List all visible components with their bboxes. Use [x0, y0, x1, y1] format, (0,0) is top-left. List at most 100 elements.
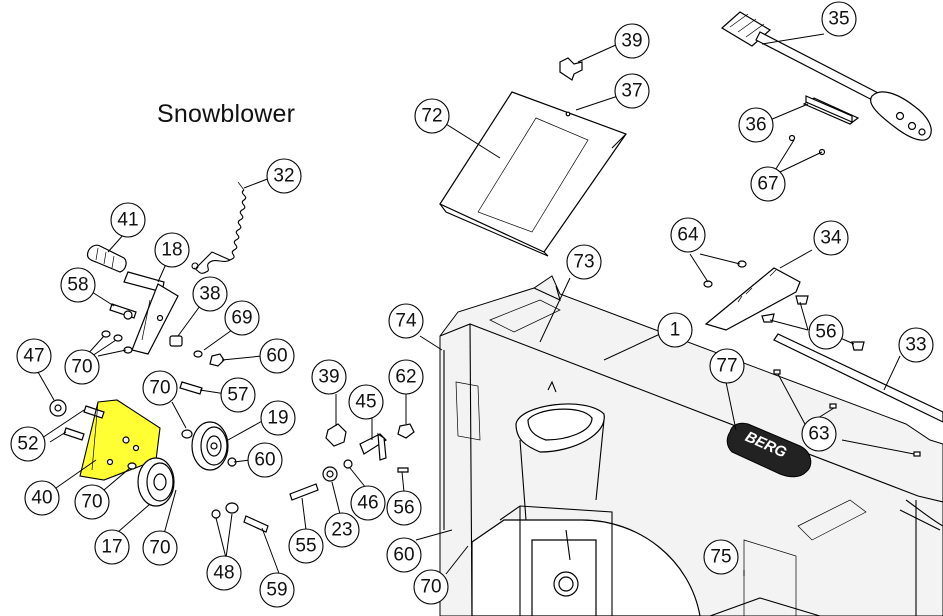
part-nut-60a	[209, 353, 225, 367]
part-knob-39b	[325, 423, 347, 447]
svg-text:36: 36	[745, 115, 766, 136]
part-washer-70c	[127, 462, 137, 470]
part-pulley-17	[137, 457, 175, 507]
svg-text:70: 70	[81, 492, 102, 513]
part-clips-63	[773, 369, 921, 457]
part-bracket-34	[704, 267, 801, 331]
callout-58: 58	[60, 267, 96, 303]
callout-47: 47	[16, 338, 52, 374]
part-bracket-45	[359, 432, 387, 461]
svg-text:56: 56	[393, 498, 414, 519]
svg-text:35: 35	[828, 9, 849, 30]
part-pulley-19	[191, 421, 229, 471]
callout-37: 37	[614, 73, 650, 109]
part-housing-1	[439, 275, 943, 616]
part-bolt-59	[243, 515, 269, 533]
svg-text:55: 55	[295, 536, 316, 557]
svg-text:38: 38	[199, 284, 220, 305]
callout-48: 48	[206, 555, 242, 591]
svg-text:70: 70	[149, 538, 170, 559]
callout-17: 17	[94, 529, 130, 565]
callout-70: 70	[413, 569, 449, 605]
callout-35: 35	[821, 1, 857, 37]
svg-text:67: 67	[757, 174, 778, 195]
svg-text:60: 60	[254, 450, 275, 471]
callout-67: 67	[750, 166, 786, 202]
callout-60: 60	[259, 338, 295, 374]
callout-63: 63	[801, 416, 837, 452]
callout-52: 52	[10, 426, 46, 462]
svg-text:73: 73	[573, 252, 594, 273]
part-deflector-37-72	[439, 91, 627, 257]
callout-1: 1	[657, 312, 693, 348]
svg-text:39: 39	[318, 367, 339, 388]
callout-56: 56	[386, 490, 422, 526]
svg-text:37: 37	[621, 81, 642, 102]
highlight-bracket-40	[80, 400, 160, 480]
callout-45: 45	[348, 384, 384, 420]
callout-33: 33	[898, 327, 934, 363]
part-grip-41	[86, 244, 127, 273]
callout-39: 39	[614, 23, 650, 59]
svg-text:33: 33	[905, 335, 926, 356]
svg-text:18: 18	[161, 240, 182, 261]
svg-text:23: 23	[331, 520, 352, 541]
part-roller-47	[49, 399, 67, 417]
callout-64: 64	[670, 217, 706, 253]
part-bolts-52	[63, 405, 105, 441]
part-bushing-38	[169, 335, 183, 347]
part-washers-70a	[101, 330, 133, 354]
part-bearing-23	[322, 466, 338, 482]
callout-39: 39	[311, 359, 347, 395]
svg-text:70: 70	[420, 577, 441, 598]
diagram-title: Snowblower	[157, 100, 296, 128]
part-nut-62	[397, 423, 415, 439]
callout-59: 59	[259, 572, 295, 608]
part-screw-58	[109, 303, 137, 320]
svg-text:69: 69	[231, 308, 252, 329]
part-washer-69	[193, 350, 203, 358]
svg-text:63: 63	[808, 424, 829, 445]
part-spring-32	[191, 181, 247, 274]
callout-41: 41	[110, 202, 146, 238]
part-nut-46	[343, 459, 353, 469]
svg-text:34: 34	[820, 228, 842, 249]
svg-text:75: 75	[710, 547, 731, 568]
part-knob-39a	[559, 57, 583, 81]
svg-text:60: 60	[266, 346, 287, 367]
svg-text:72: 72	[421, 106, 442, 127]
part-screw-56a	[397, 467, 409, 473]
svg-text:52: 52	[17, 434, 38, 455]
callout-70: 70	[142, 370, 178, 406]
svg-text:77: 77	[716, 356, 737, 377]
callout-73: 73	[566, 244, 602, 280]
callout-70: 70	[74, 484, 110, 520]
svg-text:46: 46	[357, 493, 378, 514]
callout-70: 70	[64, 349, 100, 385]
svg-text:64: 64	[677, 225, 699, 246]
svg-text:32: 32	[273, 166, 294, 187]
callout-69: 69	[224, 300, 260, 336]
leader-lines	[37, 33, 915, 577]
callout-57: 57	[220, 377, 256, 413]
callout-19: 19	[260, 400, 296, 436]
callout-38: 38	[192, 276, 228, 312]
callout-46: 46	[350, 485, 386, 521]
svg-text:74: 74	[395, 311, 417, 332]
part-handle-35	[720, 11, 932, 141]
svg-text:48: 48	[213, 563, 234, 584]
callout-56: 56	[808, 314, 844, 350]
callout-77: 77	[709, 348, 745, 384]
callout-18: 18	[154, 232, 190, 268]
svg-text:1: 1	[670, 320, 681, 341]
svg-text:39: 39	[621, 31, 642, 52]
svg-text:47: 47	[23, 346, 44, 367]
svg-text:56: 56	[815, 322, 836, 343]
svg-text:60: 60	[393, 545, 414, 566]
callout-40: 40	[24, 480, 60, 516]
svg-text:45: 45	[355, 392, 376, 413]
svg-text:59: 59	[266, 580, 287, 601]
part-clip-36	[802, 95, 860, 125]
